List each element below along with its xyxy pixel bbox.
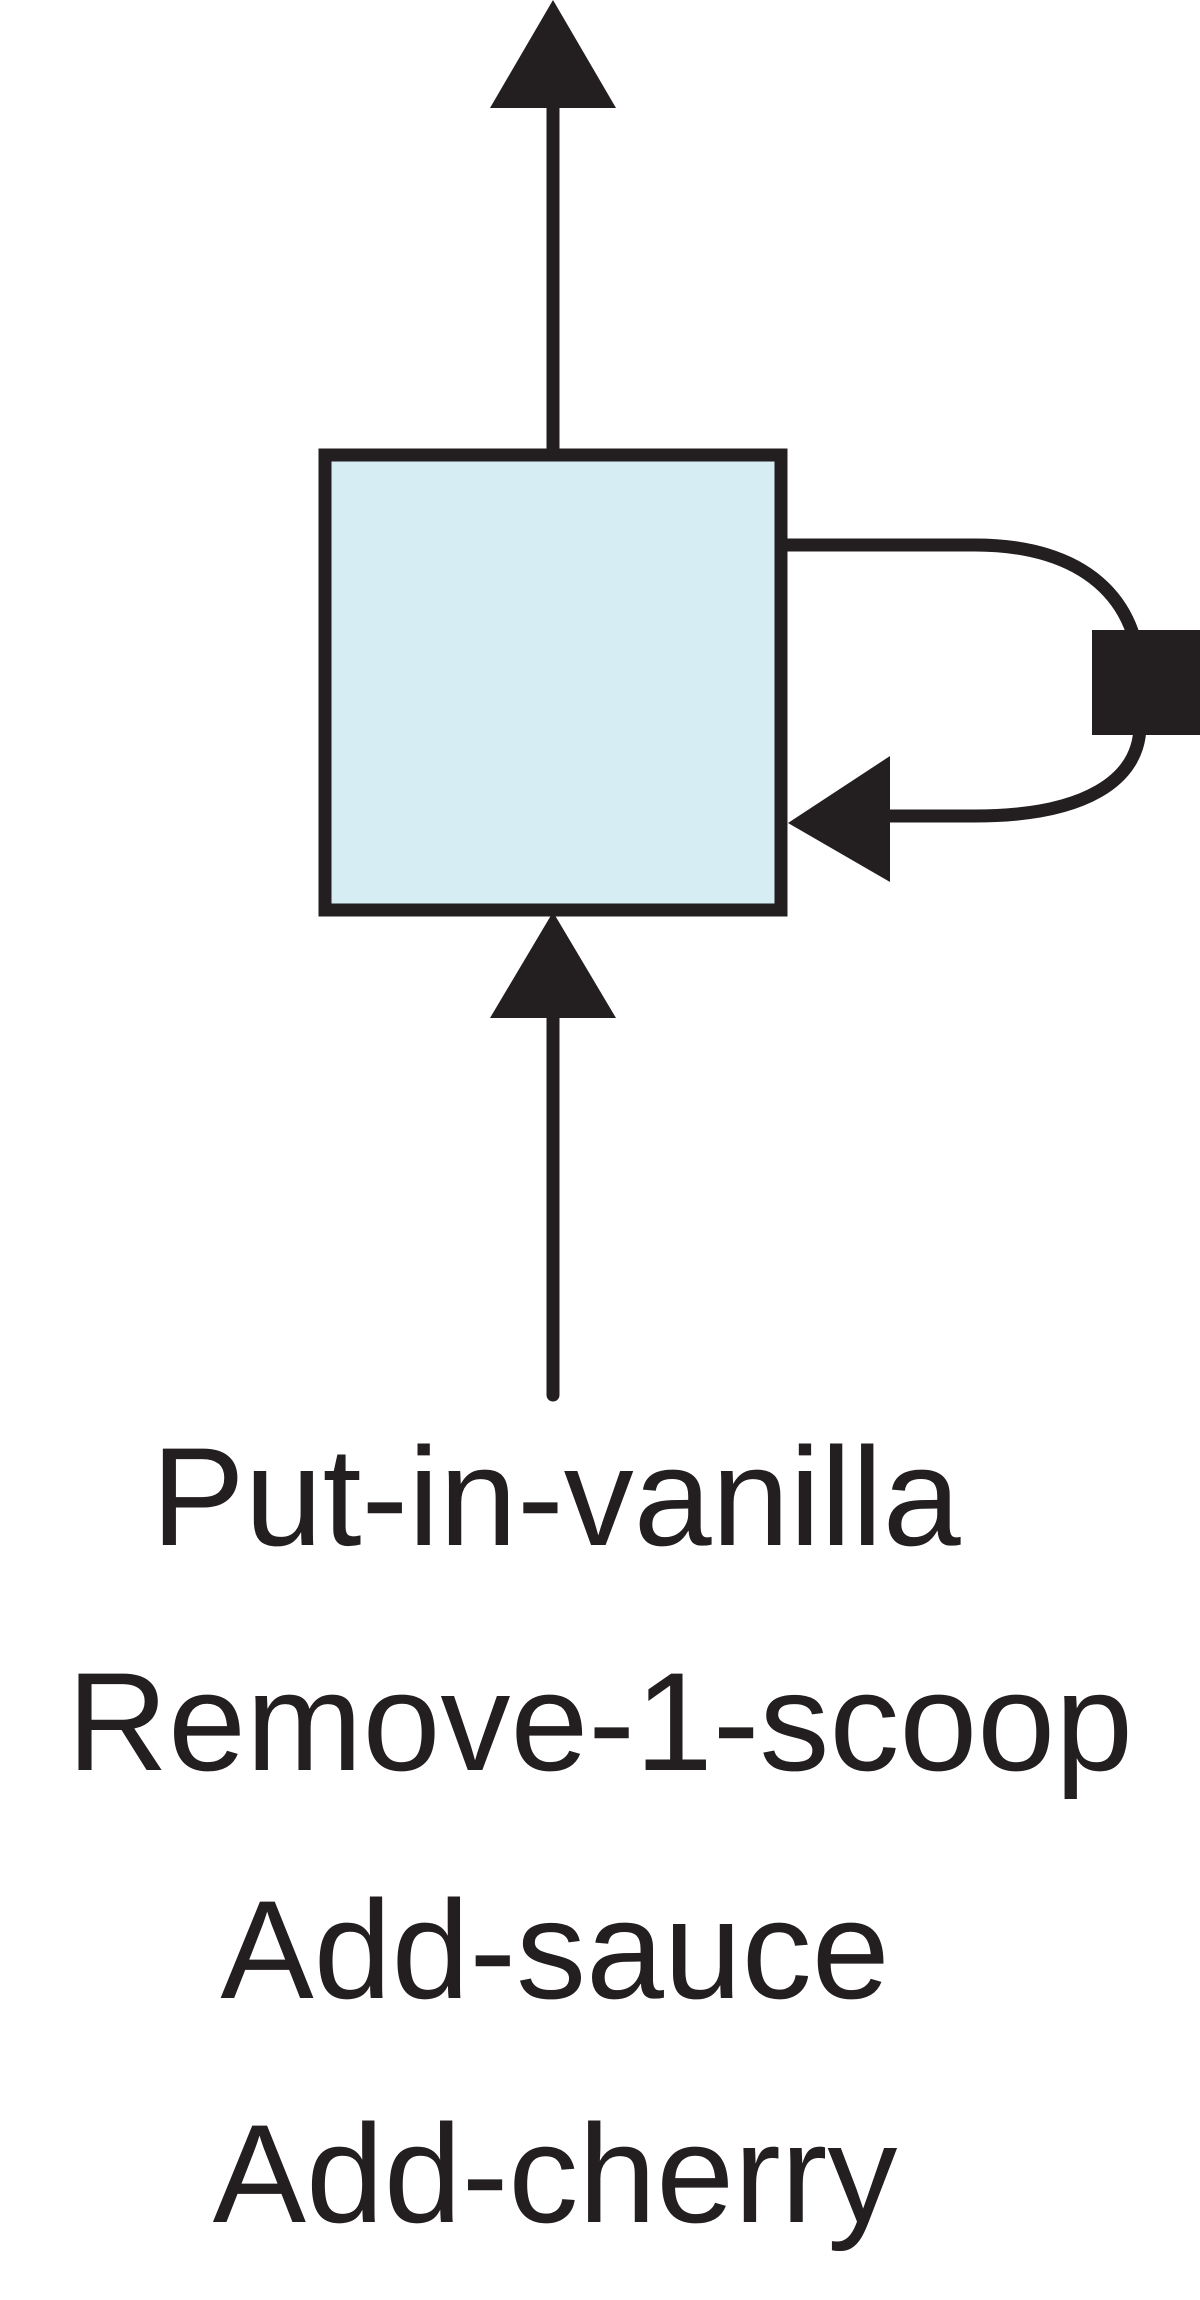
feedback-arrowhead <box>788 756 890 882</box>
input-label-remove-1-scoop: Remove-1-scoop <box>67 1643 1133 1800</box>
delay-block <box>1092 630 1200 735</box>
state-box <box>318 448 788 917</box>
input-arrowhead <box>490 912 616 1018</box>
feedback-loop-path <box>781 538 1147 823</box>
output-arrowhead <box>490 0 616 108</box>
input-label-add-cherry: Add-cherry <box>213 2095 898 2252</box>
input-label-add-sauce: Add-sauce <box>220 1871 889 2028</box>
input-label-put-in-vanilla: Put-in-vanilla <box>151 1418 960 1575</box>
